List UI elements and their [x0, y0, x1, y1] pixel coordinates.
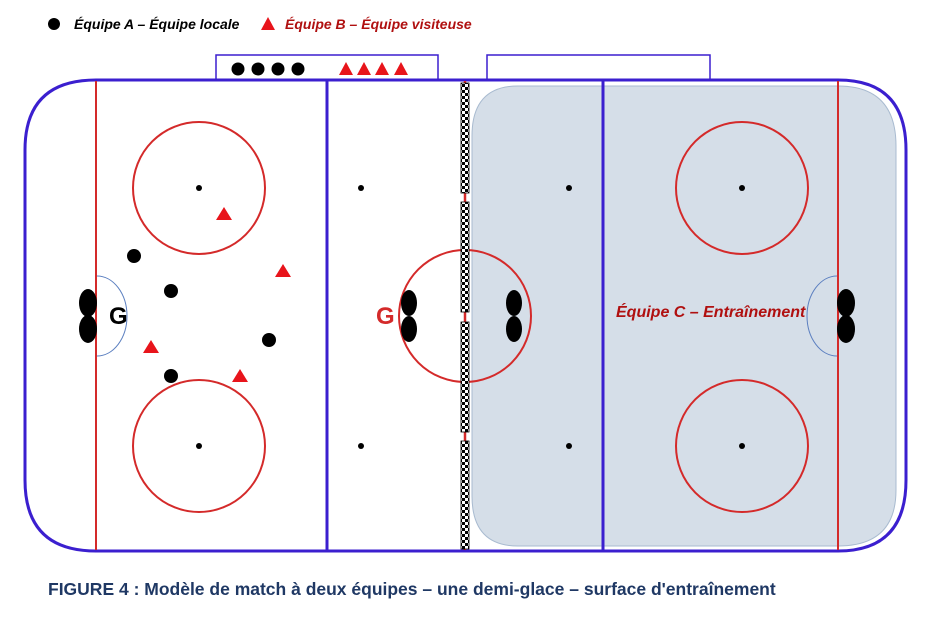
player-team-a: [127, 249, 141, 263]
faceoff-circle-left-bottom: [132, 379, 266, 513]
net-left: [79, 289, 97, 343]
team-b-players: [143, 207, 291, 382]
net-middle-right: [506, 290, 522, 342]
bench-player-b: [375, 62, 389, 75]
legend-team-a-label: Équipe A – Équipe locale: [74, 16, 240, 32]
practice-zone-label: Équipe C – Entraînement: [616, 302, 806, 321]
bench-player-a: [251, 62, 265, 76]
faceoff-dot: [358, 185, 364, 191]
team-bench-empty: [486, 54, 711, 81]
goal-crease-left: [96, 275, 128, 357]
player-team-b: [275, 264, 291, 277]
faceoff-dot: [566, 443, 572, 449]
legend-team-b-label: Équipe B – Équipe visiteuse: [285, 16, 472, 32]
goalie-label-middle: G: [376, 303, 395, 330]
faceoff-dot: [739, 443, 745, 449]
bench-player-a: [291, 62, 305, 76]
net-right: [837, 289, 855, 343]
legend-team-a-marker: [48, 18, 60, 30]
net-middle-left: [401, 290, 417, 342]
rink-boards: [23, 78, 908, 553]
player-team-a: [164, 284, 178, 298]
goal-crease-right: [806, 275, 838, 357]
legend-team-b-marker: [261, 17, 275, 30]
faceoff-dot: [196, 185, 202, 191]
faceoff-dot: [566, 185, 572, 191]
bench-player-b: [339, 62, 353, 75]
faceoff-dot: [739, 185, 745, 191]
team-bench-occupied: [215, 54, 439, 81]
player-team-b: [232, 369, 248, 382]
team-a-players: [127, 249, 276, 383]
legend: Équipe A – Équipe locale Équipe B – Équi…: [48, 16, 472, 32]
bench-player-b: [394, 62, 408, 75]
player-team-b: [216, 207, 232, 220]
faceoff-circle-right-top: [675, 121, 809, 255]
rink-divider: [460, 82, 470, 550]
player-team-a: [164, 369, 178, 383]
faceoff-circle-left-top: [132, 121, 266, 255]
bench-player-b: [357, 62, 371, 75]
faceoff-dot: [196, 443, 202, 449]
player-team-a: [262, 333, 276, 347]
faceoff-circle-right-bottom: [675, 379, 809, 513]
figure-caption: FIGURE 4 : Modèle de match à deux équipe…: [48, 579, 776, 599]
goalie-label-left: G: [109, 303, 128, 330]
player-team-b: [143, 340, 159, 353]
bench-player-a: [271, 62, 285, 76]
bench-player-a: [231, 62, 245, 76]
faceoff-dot: [358, 443, 364, 449]
faceoff-dots: [196, 185, 745, 449]
